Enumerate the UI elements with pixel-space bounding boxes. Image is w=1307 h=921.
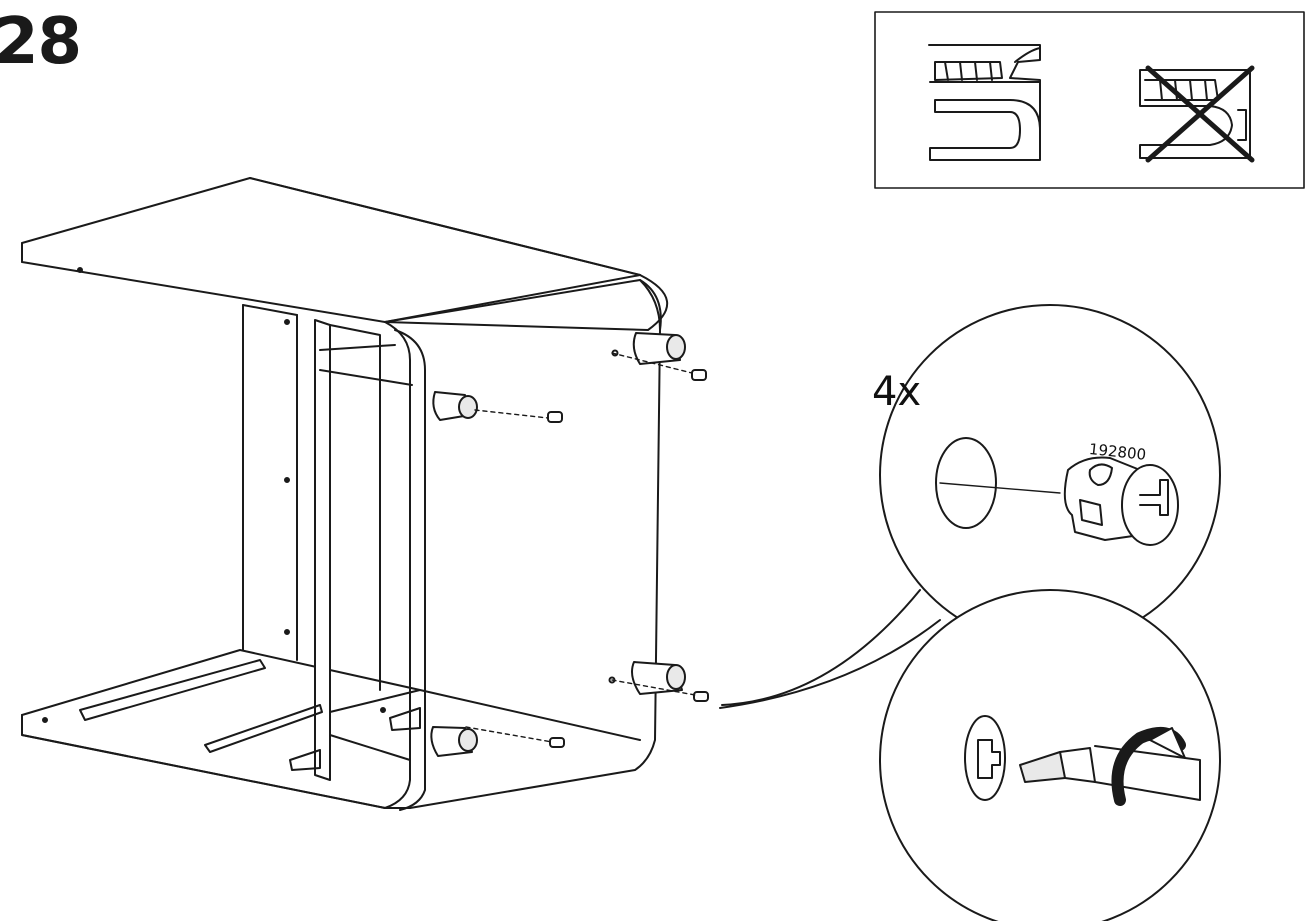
leg-fittings bbox=[430, 332, 709, 757]
detail-callout bbox=[719, 304, 1221, 921]
leg-top-left bbox=[432, 391, 563, 423]
screwdriver-icon bbox=[1019, 745, 1201, 801]
leg-bottom-right bbox=[608, 661, 709, 702]
cabinet-frame bbox=[21, 177, 668, 811]
quantity-label: 4x bbox=[872, 369, 922, 415]
cam-lock-incorrect-orientation-icon bbox=[1139, 65, 1255, 163]
cam-lock-insert-detail bbox=[935, 437, 1179, 546]
step-number: 28 bbox=[0, 5, 82, 79]
cam-lock-correct-orientation-icon bbox=[928, 44, 1041, 161]
leg-top-right bbox=[611, 332, 707, 381]
leg-bottom-left bbox=[430, 726, 565, 757]
screwdriver-tighten-detail bbox=[964, 715, 1201, 806]
cam-lock-icon bbox=[1063, 456, 1179, 546]
cam-lock-face-icon bbox=[964, 715, 1006, 801]
orientation-legend bbox=[874, 11, 1305, 189]
rotate-arrow-icon bbox=[1111, 726, 1186, 806]
